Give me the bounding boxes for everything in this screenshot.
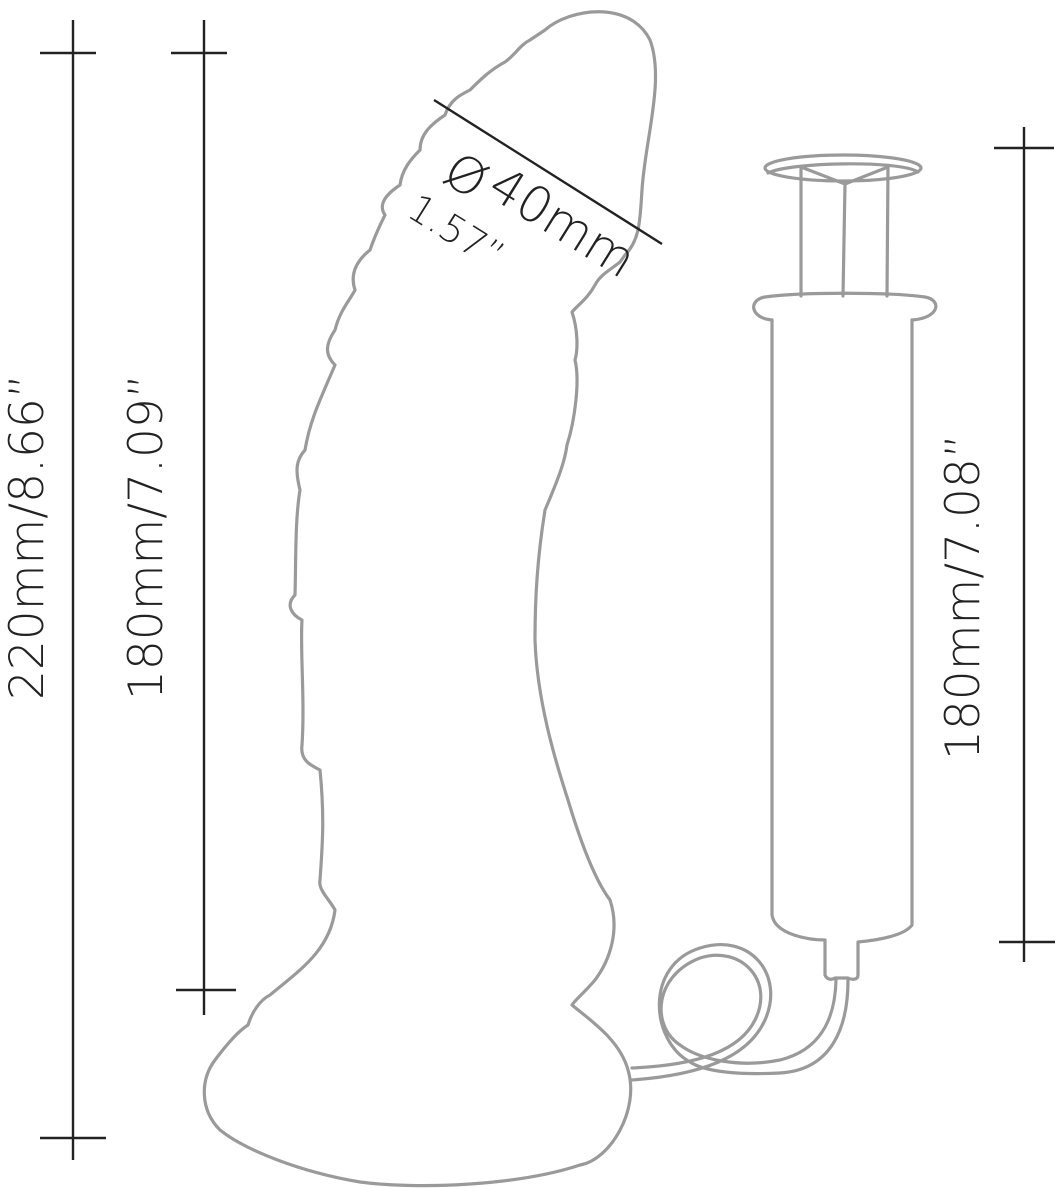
insertable-length-dimension: 180mm/7.09” <box>119 20 236 1015</box>
syringe-length-label: 180mm/7.08” <box>936 434 991 760</box>
insertable-length-label: 180mm/7.09” <box>119 374 174 700</box>
diameter-dimension: Ø 40mm 1.57” <box>400 98 663 290</box>
diameter-mm-label: 40mm <box>479 155 646 290</box>
syringe-length-dimension: 180mm/7.08” <box>936 127 1055 962</box>
main-body-outline <box>202 10 658 1188</box>
total-length-label: 220mm/8.66” <box>0 374 55 700</box>
syringe-pump <box>752 153 938 981</box>
coiled-tube <box>630 943 850 1082</box>
total-length-dimension: 220mm/8.66” <box>0 20 106 1160</box>
